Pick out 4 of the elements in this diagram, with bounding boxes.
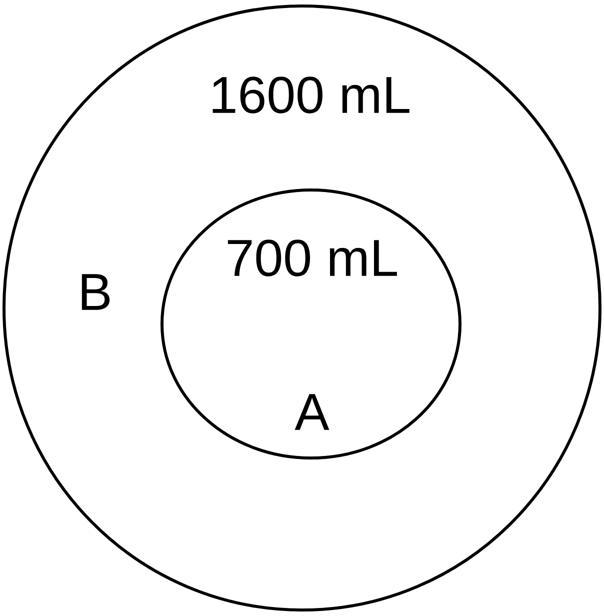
region-letter: A (294, 394, 330, 430)
volume-label: 1600 mL (212, 76, 410, 114)
volume-label: 700 mL (228, 240, 397, 276)
region-letter: B (82, 274, 110, 310)
